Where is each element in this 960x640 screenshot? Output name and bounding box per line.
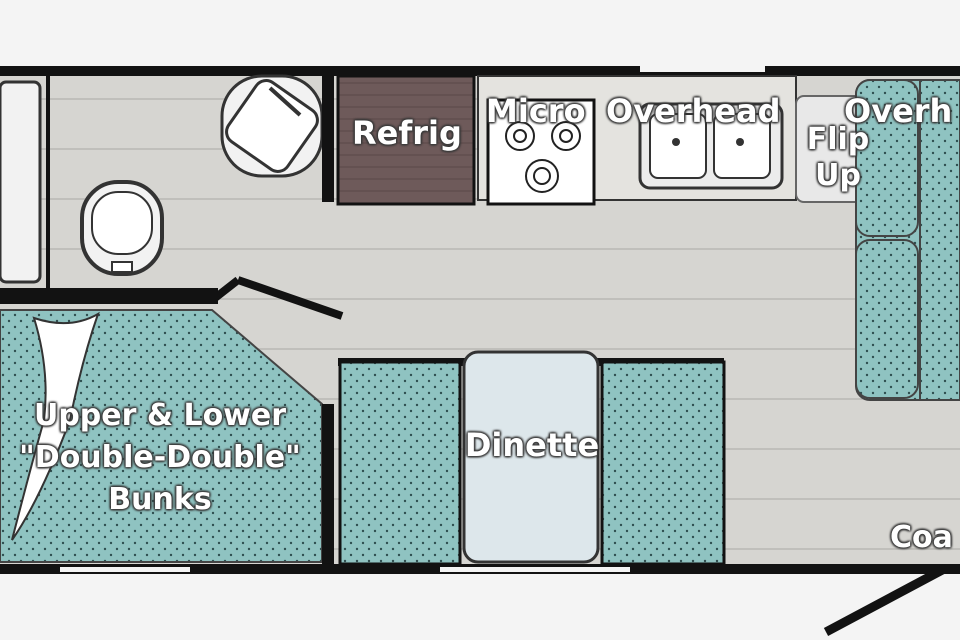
stove-burner-icon <box>505 121 581 193</box>
microwave-label: Micro <box>486 92 586 130</box>
kitchen-sink-bowl-right <box>713 113 771 179</box>
bunks-label-line3: Bunks <box>108 482 212 517</box>
top-wall <box>0 66 960 76</box>
bunk-curtain <box>11 311 100 541</box>
window-bottom-1 <box>60 567 190 572</box>
dinette-table <box>462 350 600 564</box>
dinette-bench-left <box>338 360 462 566</box>
coach-door-label: Coa <box>890 520 953 555</box>
refrigerator <box>336 74 476 206</box>
bunk-wall-side <box>322 404 334 566</box>
coach-door <box>823 564 949 636</box>
sofa-cushion-2 <box>855 239 919 399</box>
toilet-icon <box>80 180 164 276</box>
bath-partition <box>322 72 334 202</box>
flip-up-label: Flip Up <box>806 122 870 193</box>
refrigerator-label: Refrig <box>352 114 462 152</box>
shower <box>0 80 42 284</box>
dinette-bench-right <box>600 360 726 566</box>
bunks-label-line2: "Double-Double" <box>19 440 301 475</box>
bunks-label-line1: Upper & Lower <box>33 398 287 433</box>
dinette-label: Dinette <box>464 426 600 464</box>
stove <box>486 98 596 206</box>
window-bottom-2 <box>440 567 630 572</box>
bath-sink <box>225 79 319 173</box>
kitchen-sink-bowl-left <box>649 113 707 179</box>
bath-faucet <box>268 86 302 117</box>
bath-door <box>212 276 241 302</box>
bunk-wall-top <box>0 288 218 304</box>
overhead-cabinet-label-2: Overh <box>844 92 953 130</box>
window-top-1 <box>640 66 765 72</box>
overhead-cabinet-label: Overhead <box>606 92 781 130</box>
sofa-arm <box>919 79 960 401</box>
kitchen-sink-drain <box>736 138 744 146</box>
bath-door-swing <box>236 276 344 320</box>
sofa-cushion-1 <box>855 79 919 237</box>
kitchen-sink-drain <box>672 138 680 146</box>
